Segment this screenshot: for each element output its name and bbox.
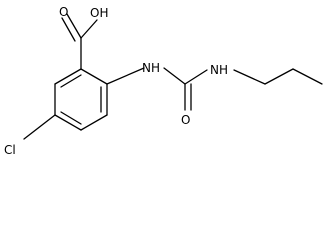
- ring-to-nh-bond: [106, 67, 145, 85]
- carboxyl-c-oh-bond: [80, 19, 98, 39]
- carboxyl-c-o-double-bond-2: [61, 17, 76, 42]
- amine-nh-2-label: NH: [210, 63, 228, 77]
- nh-to-propyl-bond: [233, 69, 266, 85]
- hydroxyl-label: OH: [90, 6, 108, 20]
- carbonyl-oxygen-urea-label: O: [181, 113, 190, 127]
- carbonyl-to-nh-bond: [184, 69, 208, 85]
- propyl-bond-3: [292, 68, 323, 85]
- ring-to-chlorine-bond: [23, 114, 56, 140]
- ring-double-bond-bottom-left: [60, 111, 82, 125]
- chemical-structure: OH O Cl NH O NH: [4, 5, 323, 156]
- carboxyl-c-o-double-bond-1: [66, 13, 82, 39]
- ring-double-bond-top-left: [60, 74, 82, 88]
- ring-bond-bottom-right: [80, 114, 108, 131]
- atom-labels: OH O Cl NH O NH: [4, 5, 228, 156]
- propyl-bond-2: [264, 68, 294, 85]
- nh-to-carbonyl-bond: [163, 67, 186, 85]
- bond-lines: [23, 13, 323, 140]
- ring-bond-top-left: [54, 68, 82, 85]
- amine-nh-1-label: NH: [142, 61, 160, 75]
- chlorine-label: Cl: [4, 143, 16, 156]
- carbonyl-oxygen-acid-label: O: [59, 5, 68, 19]
- ring-bond-top-right: [80, 68, 108, 85]
- ring-bond-bottom-left: [54, 114, 82, 131]
